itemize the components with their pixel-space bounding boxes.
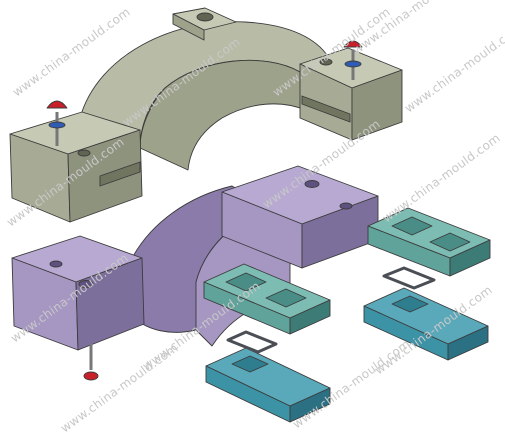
teal-insert-right-pocket-1 [391, 216, 433, 236]
upper-clamp-right-slot [301, 95, 351, 123]
blue-insert-lower-right-side [447, 325, 489, 361]
upper-clamp-right-hole [319, 58, 333, 66]
teal-insert-right-side [449, 239, 491, 277]
lower-clamp-left-block-side [75, 257, 145, 351]
lower-clamp-left-hole [78, 280, 94, 288]
seal-ring-center [226, 330, 278, 354]
bolt-bottom [83, 344, 99, 381]
blue-insert-lower-right [363, 287, 489, 361]
bolt-left [46, 100, 68, 146]
teal-insert-center-pocket-1 [225, 272, 267, 292]
bolt-left-head [46, 100, 68, 109]
seal-ring-right [382, 266, 436, 290]
blue-insert-lower-left-side [289, 387, 331, 423]
upper-clamp-top-boss-side [172, 13, 205, 41]
upper-clamp-left-hole [77, 149, 91, 157]
upper-clamp-top-hole [196, 12, 214, 22]
upper-clamp [9, 7, 403, 223]
lower-clamp-left-hole-2 [49, 260, 63, 268]
bolt-right-washer [344, 60, 362, 68]
teal-insert-center [203, 263, 331, 335]
bolt-right-head [343, 40, 363, 48]
teal-insert-center-pocket-2 [265, 288, 307, 308]
bolt-left-washer [48, 121, 66, 129]
blue-insert-lower-left [205, 347, 331, 423]
teal-insert-right [367, 207, 491, 277]
bolt-bottom-head [83, 371, 99, 381]
blue-insert-lower-left-pocket [231, 355, 269, 373]
upper-clamp-left-slot [99, 161, 141, 187]
teal-insert-center-side [289, 299, 331, 335]
lower-clamp-right-hole-2 [339, 202, 353, 210]
blue-insert-lower-right-pocket [391, 295, 429, 313]
bolt-right [343, 40, 363, 80]
upper-clamp-right-block-side [351, 69, 403, 141]
teal-insert-right-pocket-2 [429, 232, 471, 252]
lower-clamp [11, 165, 379, 351]
lower-clamp-right-hole [304, 180, 320, 188]
